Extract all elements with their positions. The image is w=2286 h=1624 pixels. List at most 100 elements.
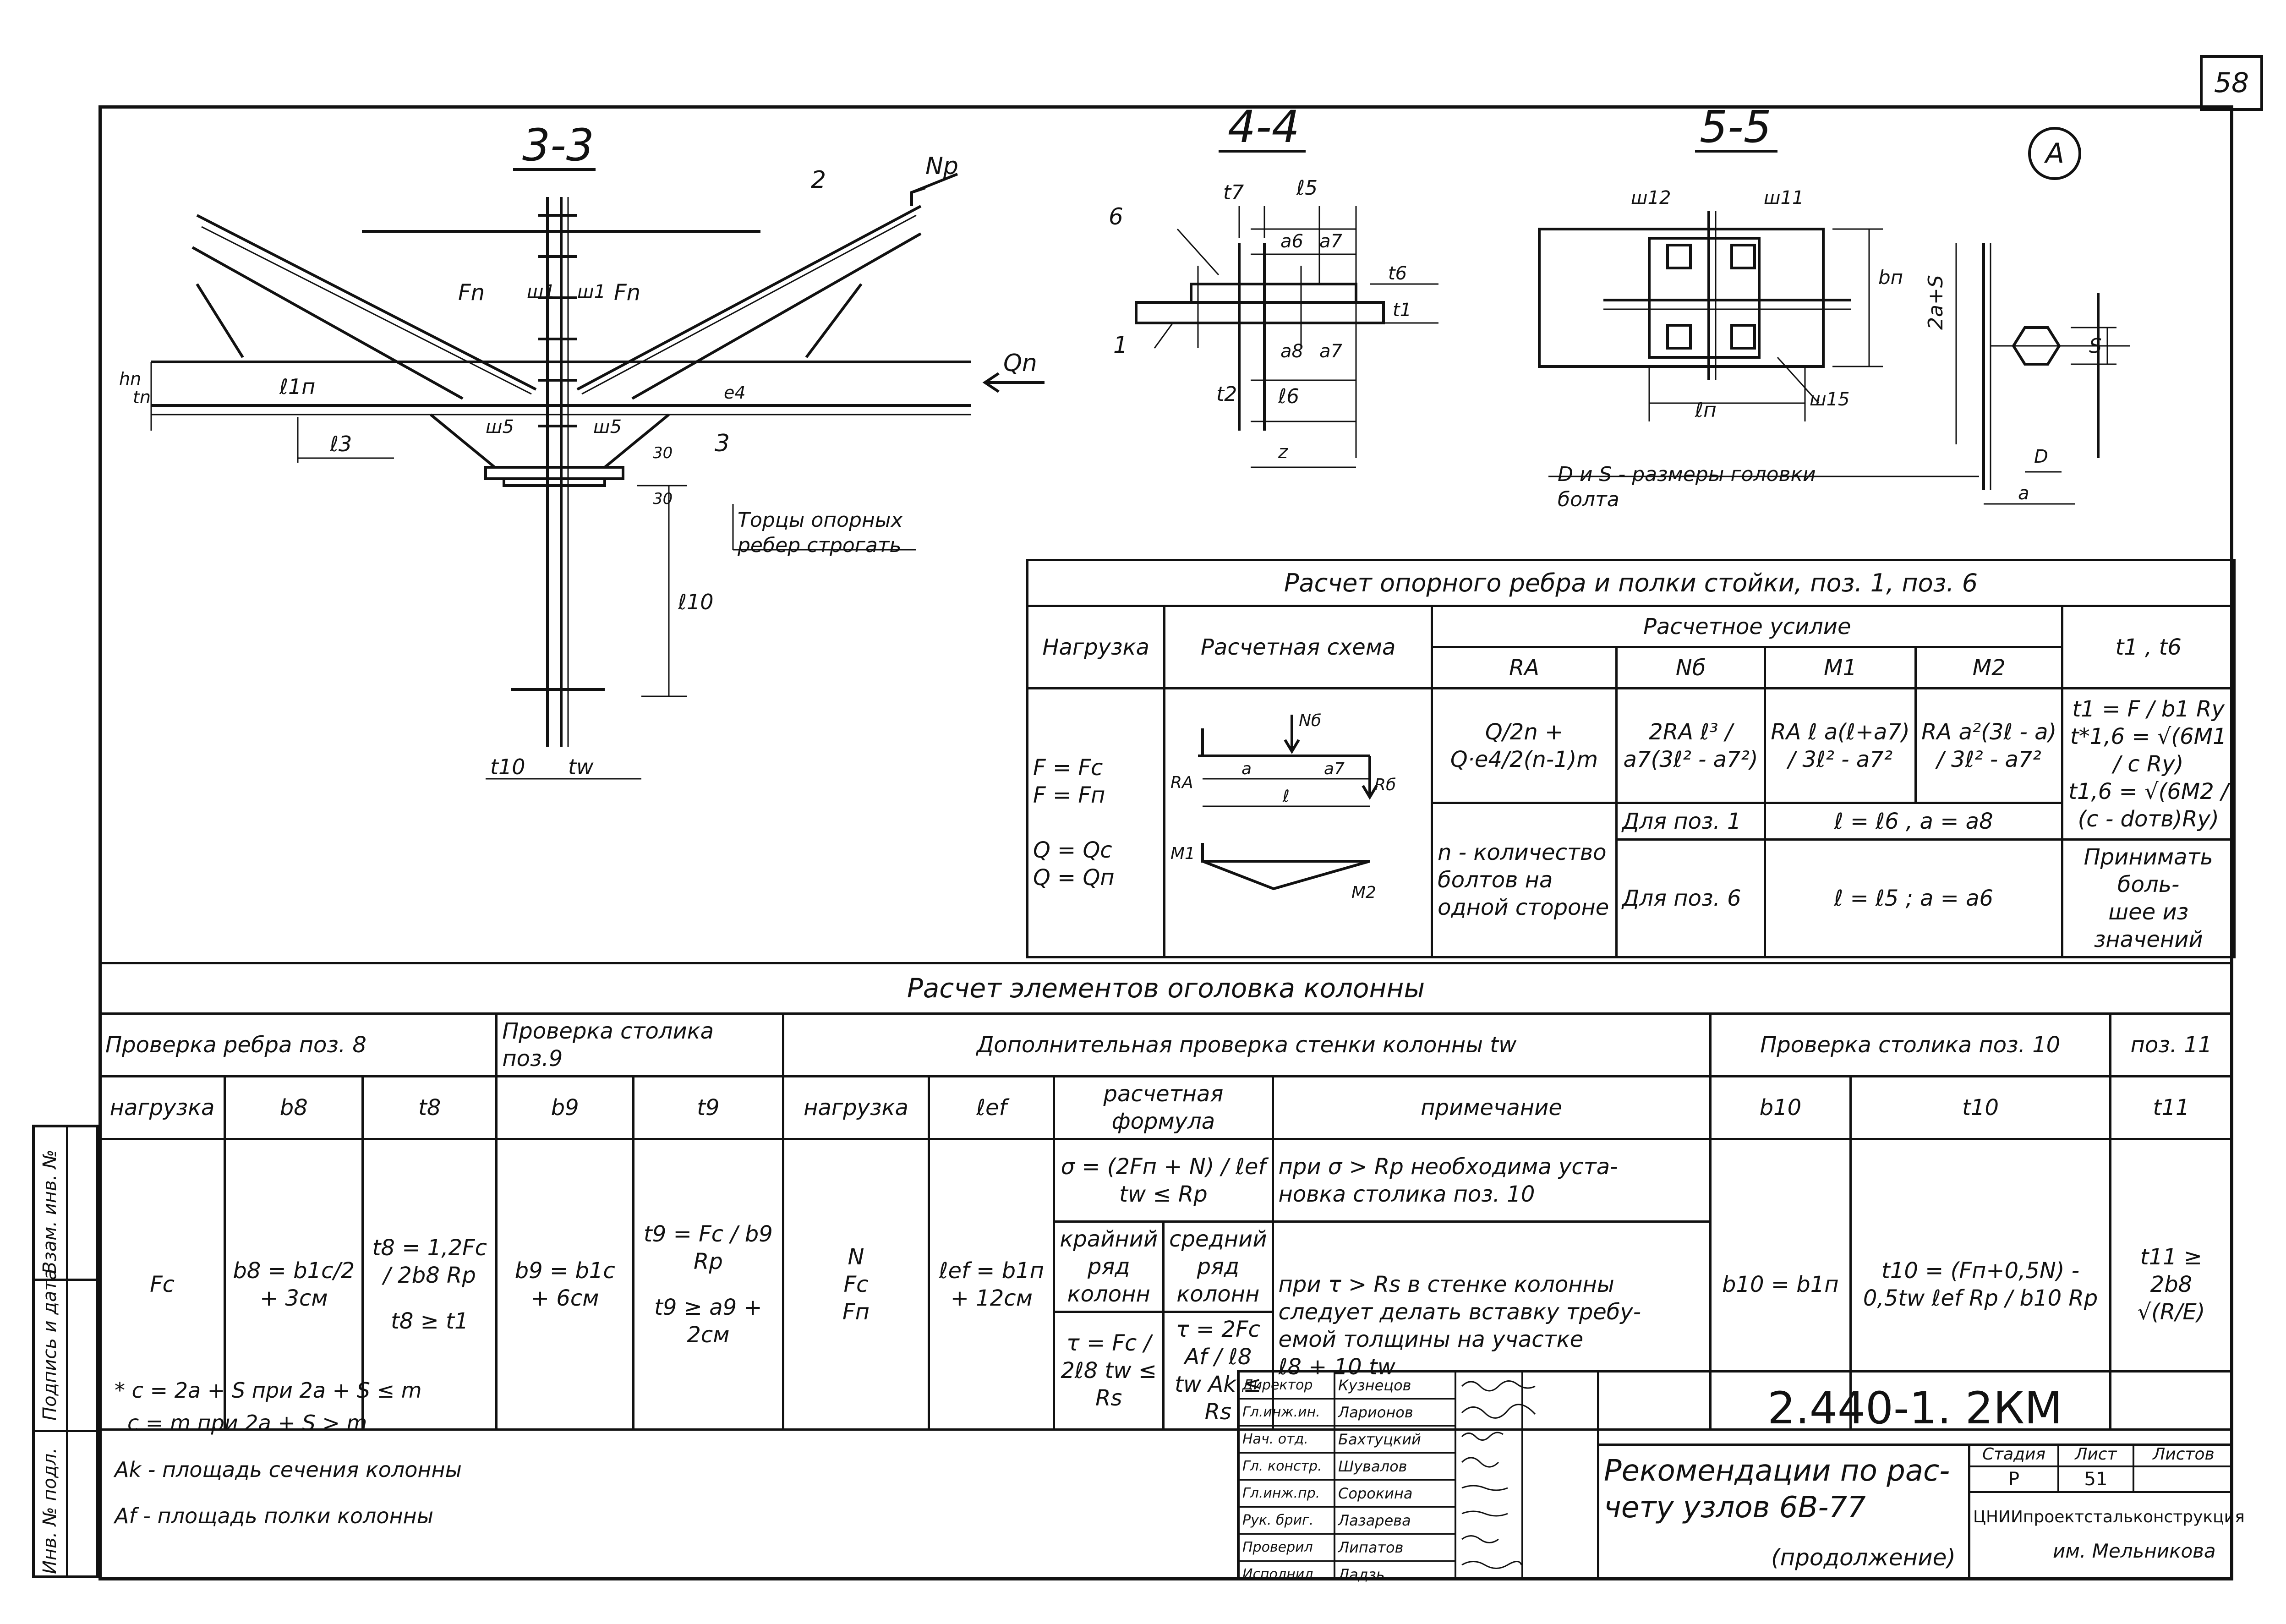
stamp-name: Бахтуцкий <box>1335 1427 1455 1454</box>
footnote-af: Af - площадь полки колонны <box>115 1503 434 1528</box>
val-stage: Р <box>1970 1467 2059 1493</box>
val-t8b: t8 ≥ t1 <box>391 1308 469 1334</box>
label-tn: tn <box>133 387 151 407</box>
label-w1a: ш1 <box>527 281 555 302</box>
stamp-role: Директор <box>1240 1372 1334 1400</box>
label-l5: ℓ5 <box>1296 176 1318 200</box>
h-t9: t9 <box>632 1075 784 1140</box>
stage-block: Стадия Лист Листов Р 51 ЦНИИпроектстальк… <box>1968 1444 2245 1578</box>
section-4-4-title: 4-4 <box>1228 101 1300 153</box>
val-t10: t10 = (Fп+0,5N) - 0,5tw ℓef Rp / b10 Rp <box>1849 1138 2111 1431</box>
label-tw: tw <box>568 755 594 779</box>
label-t7: t7 <box>1223 181 1244 204</box>
val-t9a: t9 = Fc / b9 Rp <box>643 1221 773 1274</box>
stamp-role: Гл.инж.пр. <box>1240 1481 1334 1508</box>
val-sheet: 51 <box>2059 1467 2134 1493</box>
label-30b: 30 <box>653 490 673 508</box>
label-z: z <box>1278 442 1288 463</box>
rib-h-m2: M2 <box>1914 646 2064 689</box>
group-web-check: Дополнительная проверка стенки колонны t… <box>782 1012 1712 1077</box>
note-bolt-head-line2: болта <box>1558 488 1619 511</box>
drawing-subtitle: (продолжение) <box>1771 1544 1956 1571</box>
val-mid-row: средний ряд колонн <box>1162 1220 1274 1313</box>
group-pos11: поз. 11 <box>2109 1012 2234 1077</box>
stamp-signatures: Директор Гл.инж.ин. Нач. отд. Гл. констр… <box>1240 1372 1599 1583</box>
label-s: S <box>2089 334 2102 358</box>
footnotes: * c = 2a + S при 2a + S ≤ m c = m при 2a… <box>115 1374 462 1532</box>
main-table-title: Расчет элементов оголовка колонны <box>99 962 2232 1015</box>
label-l3: ℓ3 <box>329 432 352 456</box>
val-t8: t8 = 1,2Fc / 2b8 Rp t8 ≥ t1 <box>361 1138 498 1431</box>
rib-ra-note: n - количество болтов на одной стороне <box>1431 802 1618 958</box>
stamp-name: Шувалов <box>1335 1454 1455 1481</box>
val-t9: t9 = Fc / b9 Rp t9 ≥ a9 + 2см <box>632 1138 784 1431</box>
group-table9: Проверка столика поз.9 <box>495 1012 784 1077</box>
h-t8: t8 <box>361 1075 498 1140</box>
label-a6: a6 <box>1280 231 1303 252</box>
rib-t-formulas: t1 = F / b1 Ry t*1,6 = √(6M1 / c Ry) t1,… <box>2061 687 2236 841</box>
rib-calc-table: Расчет опорного ребра и полки стойки, по… <box>1026 559 2236 958</box>
label-a7-bottom: a7 <box>1319 341 1343 362</box>
detail-a-label: A <box>2044 137 2064 170</box>
val-b8: b8 = b1c/2 + 3см <box>224 1138 364 1431</box>
rib-pos6-val: ℓ = ℓ5 ; a = a6 <box>1764 838 2064 958</box>
title-block: Директор Гл.инж.ин. Нач. отд. Гл. констр… <box>1237 1370 2245 1583</box>
label-t6: t6 <box>1388 263 1407 284</box>
val-note1: при σ > Rp необходима уста- новка столик… <box>1271 1138 1712 1223</box>
label-fn-left: Fn <box>458 280 485 306</box>
label-hn: hn <box>119 369 141 389</box>
h-t10: t10 <box>1849 1075 2111 1140</box>
val-edge-row: крайний ряд колонн <box>1053 1220 1165 1313</box>
label-lp: ℓп <box>1695 399 1717 422</box>
stamp-name: Кузнецов <box>1335 1372 1455 1400</box>
group-rib8: Проверка ребра поз. 8 <box>98 1012 498 1077</box>
h-sheets: Листов <box>2134 1444 2233 1467</box>
rib-h-load: Нагрузка <box>1026 605 1166 689</box>
label-w5b: ш5 <box>593 416 622 437</box>
h-stage: Стадия <box>1970 1444 2059 1467</box>
label-w15: ш15 <box>1810 389 1850 410</box>
val-t8a: t8 = 1,2Fc / 2b8 Rp <box>372 1235 487 1288</box>
section-5-5-title: 5-5 <box>1700 101 1772 153</box>
rib-t-formula-2: t*1,6 = √(6M1 / c Ry) <box>2070 723 2227 777</box>
signatures-image <box>1461 1380 1536 1569</box>
label-3: 3 <box>715 430 730 457</box>
footnote-c2: c = m при 2a + S > m <box>127 1411 367 1436</box>
stamp-role: Гл. констр. <box>1240 1454 1334 1481</box>
rib-h-t: t1 , t6 <box>2061 605 2236 689</box>
rib-load: F = Fc F = Fп Q = Qc Q = Qп <box>1026 687 1166 958</box>
stamp-role: Нач. отд. <box>1240 1427 1334 1454</box>
label-t2: t2 <box>1216 383 1237 406</box>
h-t11: t11 <box>2109 1075 2234 1140</box>
h-b10: b10 <box>1709 1075 1852 1140</box>
stamp-name: Ладзь <box>1338 1566 1385 1583</box>
note-ends-line2: ребер строгать <box>737 534 901 557</box>
rib-t-formula-1: t1 = F / b1 Ry <box>2072 696 2225 722</box>
stamp-role: Проверил <box>1240 1535 1334 1562</box>
stamp-names: Кузнецов Ларионов Бахтуцкий Шувалов Соро… <box>1335 1372 1456 1583</box>
stamp-role: Рук. бриг. <box>1240 1508 1334 1535</box>
rib-h-m1: M1 <box>1764 646 1917 689</box>
label-6: 6 <box>1109 203 1123 230</box>
label-30a: 30 <box>653 444 673 462</box>
label-a7-top: a7 <box>1319 231 1343 252</box>
val-t9b: t9 ≥ a9 + 2см <box>654 1294 762 1348</box>
label-t1: t1 <box>1393 300 1411 321</box>
label-e4: e4 <box>724 383 746 403</box>
rib-t-formula-3: t1,6 = √(6M2 / (c - dотв)Ry) <box>2068 778 2229 832</box>
label-bp: bп <box>1878 266 1903 289</box>
h-b9: b9 <box>495 1075 635 1140</box>
h-load1: нагрузка <box>98 1075 226 1140</box>
rib-pos1: Для поз. 1 <box>1615 802 1766 841</box>
val-t11: t11 ≥ 2b8 √(R/E) <box>2109 1138 2234 1431</box>
h-lef: ℓef <box>928 1075 1055 1140</box>
group-table10: Проверка столика поз. 10 <box>1709 1012 2111 1077</box>
val-sigma: σ = (2Fп + N) / ℓef tw ≤ Rp <box>1053 1138 1274 1223</box>
h-formula: расчетная формула <box>1053 1075 1274 1140</box>
label-a8: a8 <box>1280 341 1303 362</box>
val-load1: Fc <box>98 1138 226 1431</box>
rib-m2-formula: RA a²(3ℓ - a) / 3ℓ² - a7² <box>1914 687 2064 804</box>
stamp-role: Исполнил <box>1242 1566 1313 1582</box>
label-1: 1 <box>1113 332 1128 358</box>
rib-m1-formula: RA ℓ a(ℓ+a7) / 3ℓ² - a7² <box>1764 687 1917 804</box>
